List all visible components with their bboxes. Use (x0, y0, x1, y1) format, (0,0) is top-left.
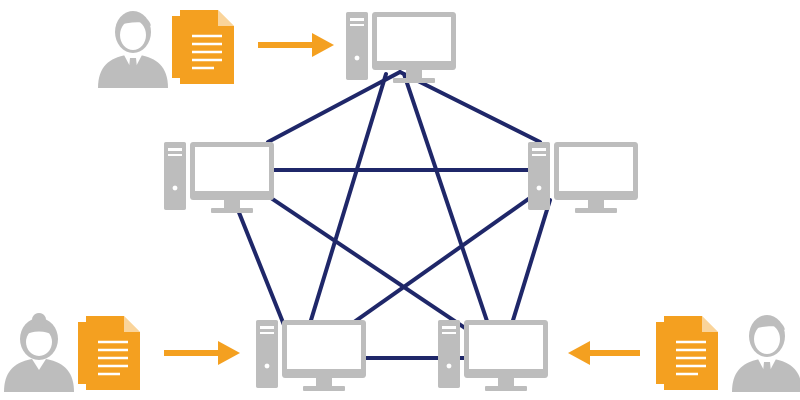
link-top-right (398, 70, 542, 144)
desktop-computer-icon (528, 142, 638, 213)
document-icon (654, 314, 720, 392)
woman-icon (4, 313, 74, 392)
document-icon (170, 8, 236, 86)
desktop-computer-icon (164, 142, 274, 213)
arrow-right-icon (258, 33, 334, 57)
desktop-computer-icon (438, 320, 548, 391)
link-right-bottom-right (508, 198, 552, 332)
link-top-bottom-right (402, 72, 492, 332)
network-links (232, 70, 552, 360)
desktop-computer-icon (256, 320, 366, 391)
link-left-bottom-left (232, 198, 288, 332)
man-icon (98, 11, 168, 88)
link-left-bottom-right (260, 190, 476, 336)
link-right-bottom-left (338, 186, 546, 334)
link-top-bottom-left (306, 72, 388, 332)
link-top-left (266, 70, 402, 144)
document-icon (76, 314, 142, 392)
arrow-right-icon (164, 341, 240, 365)
man-icon (732, 315, 800, 392)
arrow-left-icon (568, 341, 640, 365)
